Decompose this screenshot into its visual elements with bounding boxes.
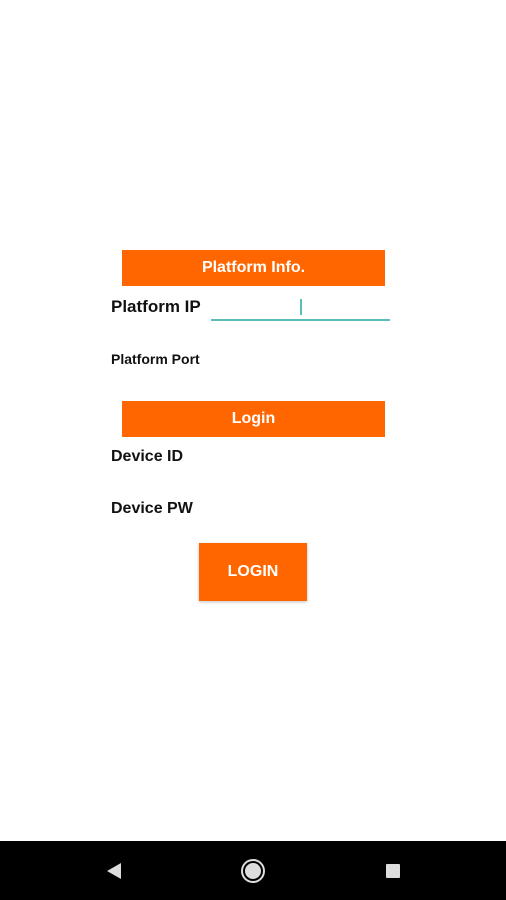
nav-recents-button[interactable]	[375, 855, 411, 887]
login-button[interactable]: LOGIN	[199, 543, 307, 601]
device-pw-label: Device PW	[111, 500, 193, 517]
platform-ip-label: Platform IP	[111, 297, 201, 316]
login-section-header: Login	[122, 401, 385, 437]
home-circle-icon	[245, 863, 261, 879]
app-screen: Platform Info. Platform IP Platform Port…	[111, 250, 390, 601]
text-cursor	[300, 299, 302, 315]
nav-home-button[interactable]	[235, 855, 271, 887]
platform-info-header: Platform Info.	[122, 250, 385, 286]
android-nav-bar	[0, 841, 506, 900]
device-id-label: Device ID	[111, 448, 184, 465]
platform-port-label: Platform Port	[111, 351, 200, 367]
recents-square-icon	[386, 864, 400, 878]
back-triangle-icon	[107, 863, 121, 879]
nav-back-button[interactable]	[96, 855, 132, 887]
